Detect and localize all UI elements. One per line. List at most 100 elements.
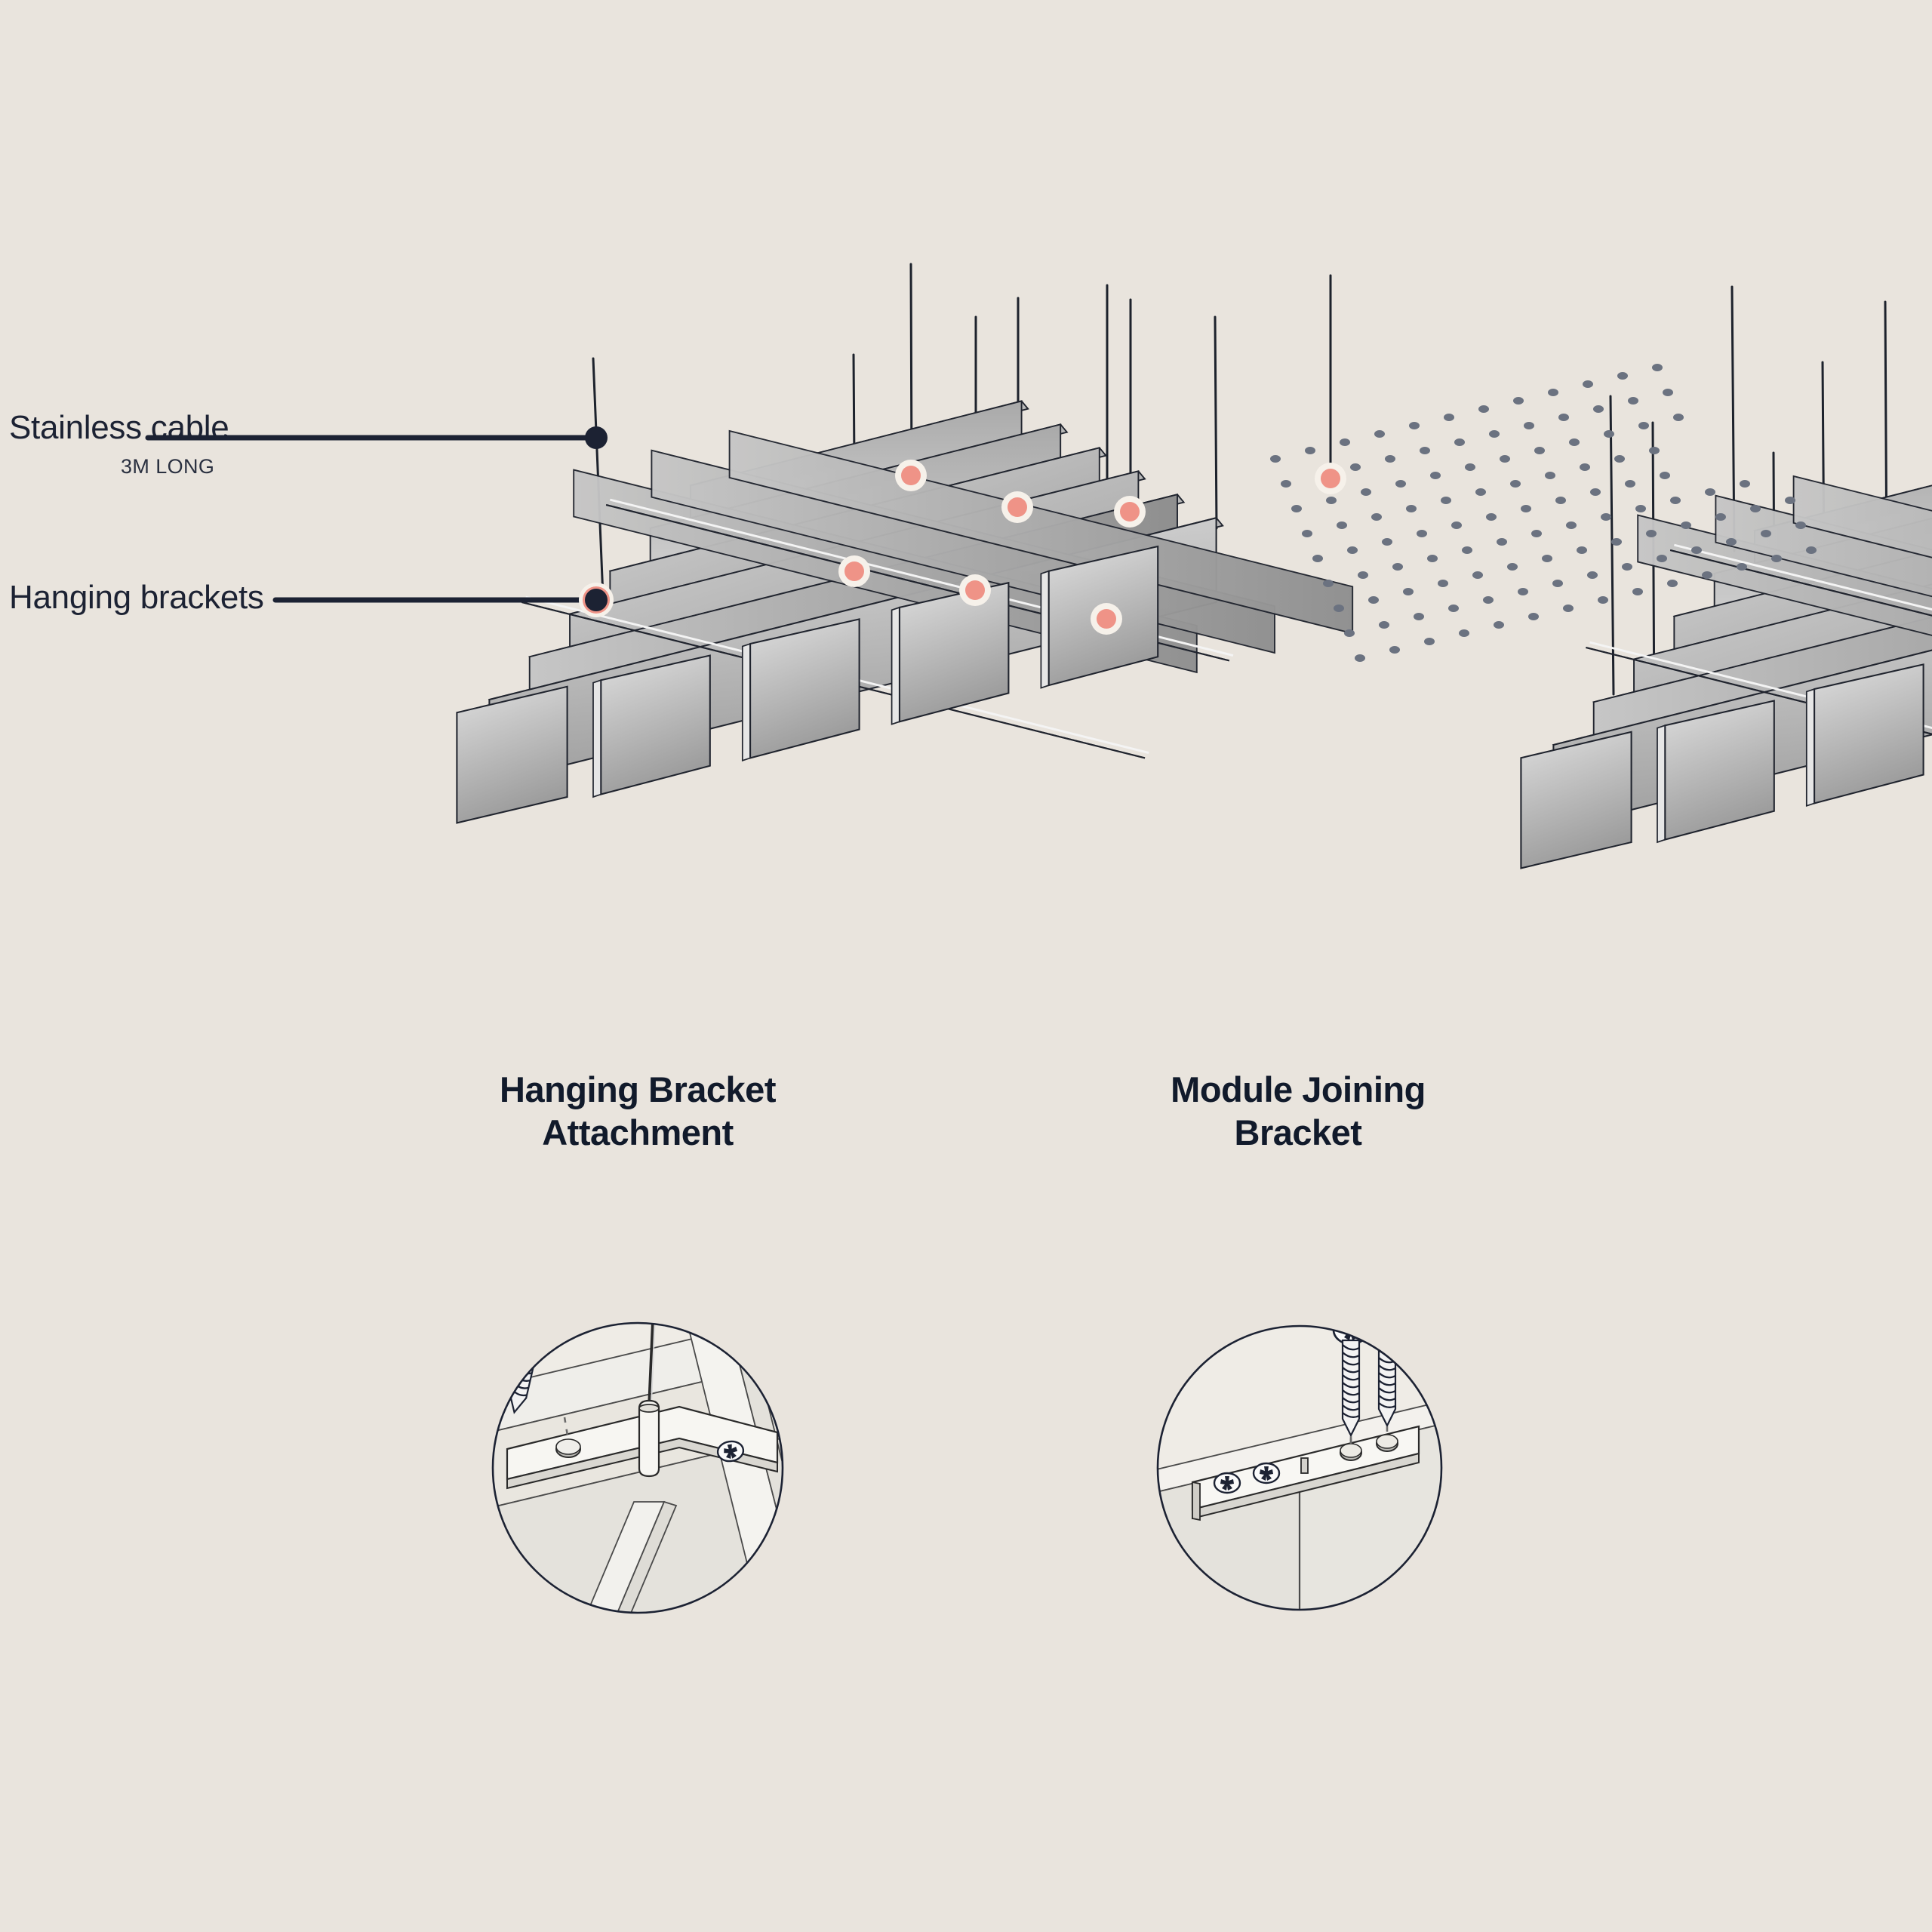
break-dot — [1583, 380, 1593, 388]
break-dot — [1552, 580, 1563, 587]
stainless-cable — [648, 1323, 655, 1406]
detail-heading-hanging-bracket-attachment: Hanging Bracket Attachment — [426, 1068, 849, 1155]
break-dot — [1785, 497, 1795, 504]
break-dot — [1622, 563, 1632, 571]
break-dot — [1510, 480, 1521, 488]
break-dot — [1438, 580, 1448, 587]
detail-heading-module-joining-bracket: Module Joining Bracket — [1087, 1068, 1509, 1155]
callout-sublabel-stainless-cable: 3M LONG — [121, 455, 215, 478]
break-dot — [1323, 580, 1334, 587]
break-dot — [1500, 455, 1510, 463]
break-dot — [1454, 438, 1465, 446]
break-dot — [1371, 513, 1382, 521]
break-dot — [1806, 546, 1817, 554]
break-dot — [1326, 497, 1337, 504]
break-dot — [1601, 513, 1611, 521]
break-dot — [1563, 605, 1574, 612]
detail-heading-line-1: Hanging Bracket — [500, 1069, 776, 1109]
break-dot — [1635, 505, 1646, 512]
break-dot — [1652, 364, 1663, 371]
break-dot — [1566, 521, 1577, 529]
break-dot — [1545, 472, 1555, 479]
break-dot — [1403, 588, 1414, 595]
callout-label-stainless-cable: Stainless cable — [9, 409, 229, 446]
break-dot — [1486, 513, 1497, 521]
break-dot — [1312, 555, 1323, 562]
screw-insertion-path — [563, 1417, 570, 1441]
break-dot — [1392, 563, 1403, 571]
break-dot — [1478, 405, 1489, 413]
break-dot — [1465, 463, 1475, 471]
break-dot — [1513, 397, 1524, 405]
break-dot — [1448, 605, 1459, 612]
break-dot — [1590, 488, 1601, 496]
break-dot — [1628, 397, 1638, 405]
break-dot — [1414, 613, 1424, 620]
break-dot — [1625, 480, 1635, 488]
callout-stainless-cable: Stainless cable 3M LONG — [9, 411, 229, 477]
detail-circle-outline — [1156, 1324, 1443, 1611]
break-dot — [1646, 530, 1657, 537]
break-dot — [1507, 563, 1518, 571]
break-dot — [1663, 389, 1673, 396]
dotted-continuation-break — [1270, 364, 1817, 662]
break-dot — [1577, 546, 1587, 554]
break-dot — [1555, 497, 1566, 504]
break-dot — [1389, 646, 1400, 654]
detail-heading-line-1: Module Joining — [1171, 1069, 1426, 1109]
break-dot — [1702, 571, 1712, 579]
callout-label-hanging-brackets: Hanging brackets — [9, 579, 264, 616]
break-dot — [1521, 505, 1531, 512]
break-dot — [1489, 430, 1500, 438]
break-dot — [1406, 505, 1417, 512]
break-dot — [1350, 463, 1361, 471]
leader-dot-hanging-brackets — [585, 589, 608, 611]
break-dot — [1593, 405, 1604, 413]
break-dot — [1771, 555, 1782, 562]
break-dot — [1368, 596, 1379, 604]
break-dot — [1347, 546, 1358, 554]
detail-circle-hanging-bracket-attachment — [491, 1321, 784, 1614]
break-dot — [1459, 629, 1469, 637]
leader-dot-stainless-cable — [585, 426, 608, 449]
break-dot — [1427, 555, 1438, 562]
break-dot — [1518, 588, 1528, 595]
break-dot — [1737, 563, 1747, 571]
break-dot — [1344, 629, 1355, 637]
break-dot — [1649, 447, 1660, 454]
break-dot — [1497, 538, 1507, 546]
break-dot — [1548, 389, 1558, 396]
break-dot — [1632, 588, 1643, 595]
break-dot — [1451, 521, 1462, 529]
break-dot — [1542, 555, 1552, 562]
break-dot — [1281, 480, 1291, 488]
break-dot — [1638, 422, 1649, 429]
detail-heading-line-2: Bracket — [1234, 1112, 1362, 1153]
break-dot — [1673, 414, 1684, 421]
break-dot — [1444, 414, 1454, 421]
break-dot — [1667, 580, 1678, 587]
break-dot — [1291, 505, 1302, 512]
break-dot — [1340, 438, 1350, 446]
break-dot — [1494, 621, 1504, 629]
bracket-slot — [1300, 1457, 1309, 1474]
break-dot — [1614, 455, 1625, 463]
break-dot — [1740, 480, 1750, 488]
break-dot — [1558, 414, 1569, 421]
break-dot — [1420, 447, 1430, 454]
break-dot — [1385, 455, 1395, 463]
grid-module-left — [455, 263, 1354, 824]
cable-connection-markers — [838, 460, 1346, 635]
break-dot — [1604, 430, 1614, 438]
break-dot — [1395, 480, 1406, 488]
break-dot — [1587, 571, 1598, 579]
break-dot — [1569, 438, 1580, 446]
break-dot — [1534, 447, 1545, 454]
detail-circle-outline — [491, 1321, 784, 1614]
break-dot — [1462, 546, 1472, 554]
break-dot — [1705, 488, 1715, 496]
break-dot — [1611, 538, 1622, 546]
detail-circle-module-joining-bracket — [1156, 1324, 1443, 1611]
